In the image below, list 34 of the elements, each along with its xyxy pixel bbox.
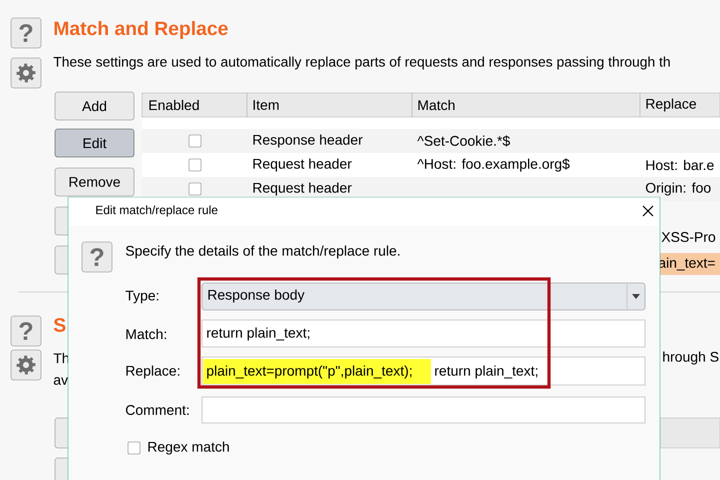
section-heading: S [54, 318, 66, 332]
highlighted-text: plain_text=prompt("p",plain_text); [203, 359, 431, 384]
field-label: Comment: [126, 405, 189, 415]
checkbox-label: Regex match [148, 441, 229, 455]
help-button: ? [82, 242, 112, 272]
table-cell: XSS-Pro [662, 232, 716, 242]
help-button: ? [10, 18, 42, 48]
table-cell: Origin: foo [646, 182, 711, 196]
description-text: av [54, 377, 68, 385]
column-header: Item [246, 92, 412, 118]
field-text: return plain_text; [435, 365, 538, 379]
remove-button: Remove [54, 168, 134, 196]
table-cell: Request header [253, 182, 352, 196]
field-label: Match: [126, 328, 166, 340]
table-cell: Request header [253, 158, 352, 172]
edit-button: Edit [54, 128, 134, 158]
description-text: hrough S [663, 351, 718, 365]
table-cell: ^Host: foo.example.org$ [417, 158, 570, 172]
dropdown: Response body [202, 282, 646, 310]
field-label: Replace: [126, 365, 180, 379]
input-field: return plain_text; [202, 320, 646, 348]
add-button: Add [54, 92, 134, 120]
table-cell: ain_text= [655, 253, 720, 275]
help-button: ? [10, 316, 42, 346]
column-header: Enabled [142, 92, 248, 118]
section-heading: Match and Replace [54, 21, 228, 40]
column-header: Replace [640, 92, 720, 118]
table-cell: ^Set-Cookie.*$ [417, 135, 510, 147]
table-cell: Host: bar.e [646, 160, 714, 170]
field-label: Type: [126, 290, 158, 304]
table-cell: Response header [253, 134, 363, 148]
instruction-text: Specify the details of the match/replace rule. [126, 245, 400, 259]
description-text: These settings are used to automatically replace parts of requests and responses passing through th [54, 56, 670, 70]
dialog-title: Edit match/replace rule [96, 205, 218, 217]
